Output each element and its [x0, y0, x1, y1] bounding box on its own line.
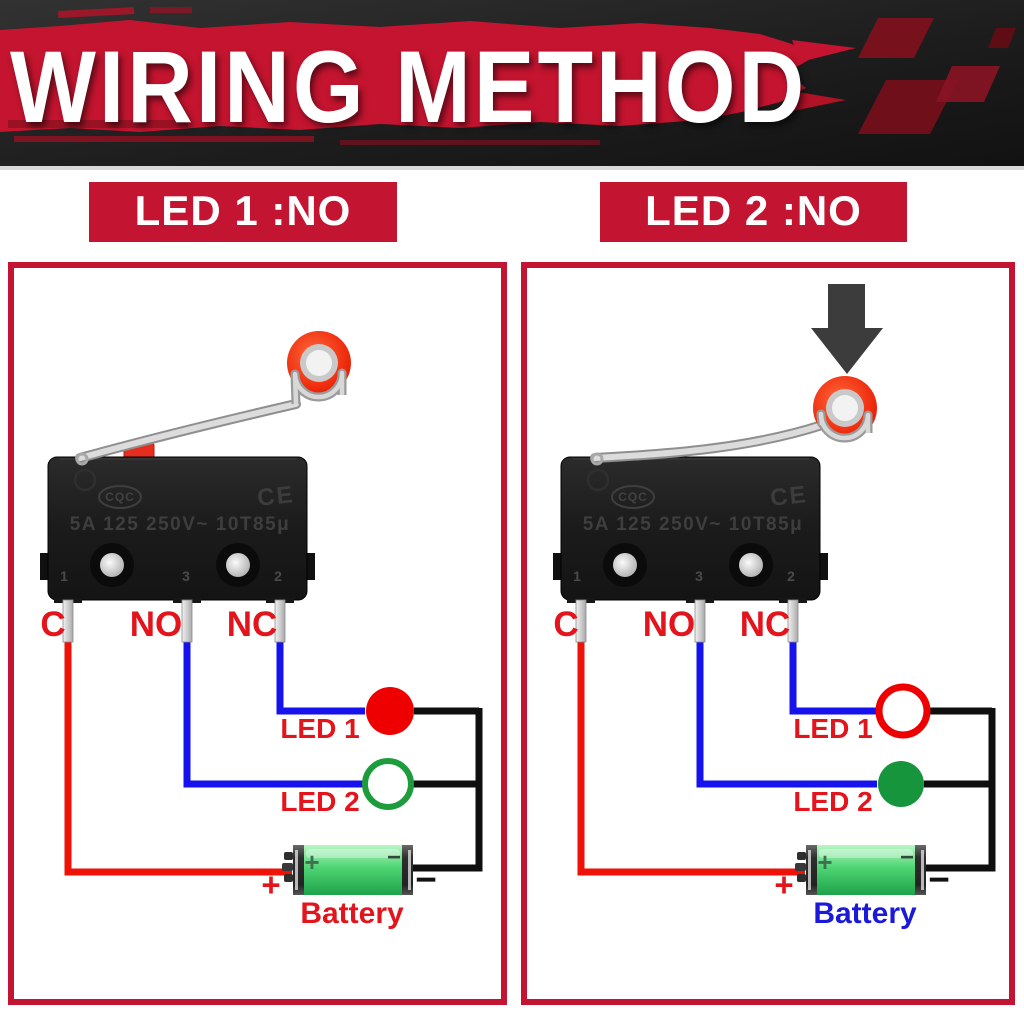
battery-label: Battery: [813, 897, 917, 930]
wire-nc-blue: [276, 640, 365, 715]
tag-led1-no: LED 1 :NO: [89, 182, 397, 242]
deco-parallelogram: [936, 66, 1000, 102]
pin-number-3: 3: [695, 568, 703, 584]
brush-fleck: [792, 40, 856, 62]
ce-mark: CE: [768, 481, 809, 512]
switch-rating: 5A 125 250V~ 10T85μ: [582, 514, 804, 535]
circuit-diagram-left: [40, 331, 483, 895]
terminal-label-nc: NC: [226, 605, 278, 644]
battery-label: Battery: [300, 897, 404, 930]
terminal-pin-nc: [274, 599, 286, 643]
diagram-panel-pressed: CQC CE 5A 125 250V~ 10T85μ 1 3 2 C NO NC…: [521, 262, 1015, 1005]
diagram-panel-unpressed: CQC CE 5A 125 250V~ 10T85μ 1 3 2 C NO NC…: [8, 262, 507, 1005]
battery-minus-label: −: [415, 859, 437, 900]
led1-indicator: [366, 687, 414, 735]
lever-hinge: [590, 452, 604, 466]
switch-rating: 5A 125 250V~ 10T85μ: [69, 514, 291, 535]
header-banner: WIRING METHOD: [0, 0, 1024, 170]
led2-indicator: [362, 758, 414, 810]
brush-fleck: [786, 90, 846, 112]
brush-fleck: [340, 140, 600, 145]
terminal-pin-c: [62, 599, 74, 643]
pin-number-3: 3: [182, 568, 190, 584]
wire-no-blue: [183, 640, 364, 788]
wire-nc-blue: [789, 640, 878, 715]
roller-lever: [590, 376, 877, 466]
mold-mark: [73, 468, 97, 492]
brush-stroke: [0, 20, 812, 132]
battery-plus-label: +: [774, 866, 794, 903]
pin-number-1: 1: [573, 568, 581, 584]
press-arrow-icon: [811, 284, 883, 374]
terminal-label-c: C: [40, 605, 66, 644]
lever-hinge: [75, 452, 89, 466]
terminal-label-c: C: [553, 605, 579, 644]
wire-negative-black: [411, 707, 483, 872]
led2-label: LED 2: [793, 786, 873, 817]
battery-terminal-plus: +: [304, 847, 320, 877]
pin-number-2: 2: [274, 568, 282, 584]
battery-graphic: [795, 845, 926, 895]
pin-number-2: 2: [787, 568, 795, 584]
terminal-pin-c: [575, 599, 587, 643]
roller-lever: [75, 331, 351, 466]
led2-indicator: [878, 761, 924, 807]
brush-fleck: [14, 136, 314, 142]
battery-minus-label: −: [928, 859, 950, 900]
mold-mark: [586, 468, 610, 492]
battery-graphic: [282, 845, 413, 895]
deco-parallelogram: [988, 28, 1016, 48]
brush-fleck: [8, 120, 188, 128]
battery-terminal-plus: +: [817, 847, 833, 877]
cqc-mark: CQC: [105, 490, 135, 504]
led1-label: LED 1: [280, 713, 360, 744]
terminal-label-nc: NC: [739, 605, 791, 644]
wire-negative-black: [924, 707, 996, 872]
mounting-hole: [100, 553, 124, 577]
pin-number-1: 1: [60, 568, 68, 584]
wire-common-red: [577, 640, 805, 876]
terminal-pin-no: [694, 599, 706, 643]
terminal-label-no: NO: [642, 605, 696, 644]
micro-switch: [553, 452, 828, 643]
circuit-diagram-right: [553, 284, 996, 895]
terminal-label-no: NO: [129, 605, 183, 644]
header-background-art: [0, 0, 1024, 166]
led2-label: LED 2: [280, 786, 360, 817]
micro-switch: [40, 440, 315, 643]
brush-fleck: [150, 7, 192, 13]
ce-mark: CE: [255, 481, 296, 512]
wire-no-blue: [696, 640, 877, 788]
battery-terminal-minus: −: [386, 844, 402, 871]
led1-label: LED 1: [793, 713, 873, 744]
cqc-mark: CQC: [618, 490, 648, 504]
mounting-hole: [613, 553, 637, 577]
cqc-logo-oval: [98, 485, 142, 509]
mounting-hole: [739, 553, 763, 577]
deco-parallelogram: [858, 80, 958, 134]
brush-fleck: [57, 7, 135, 18]
cqc-logo-oval: [611, 485, 655, 509]
deco-parallelogram: [858, 18, 934, 58]
wire-common-red: [64, 640, 292, 876]
terminal-pin-no: [181, 599, 193, 643]
battery-terminal-minus: −: [899, 844, 915, 871]
tag-led2-no: LED 2 :NO: [600, 182, 907, 242]
battery-plus-label: +: [261, 866, 281, 903]
led1-indicator: [875, 683, 931, 739]
terminal-pin-nc: [787, 599, 799, 643]
mounting-hole: [226, 553, 250, 577]
page-title: WIRING METHOD: [10, 31, 808, 145]
